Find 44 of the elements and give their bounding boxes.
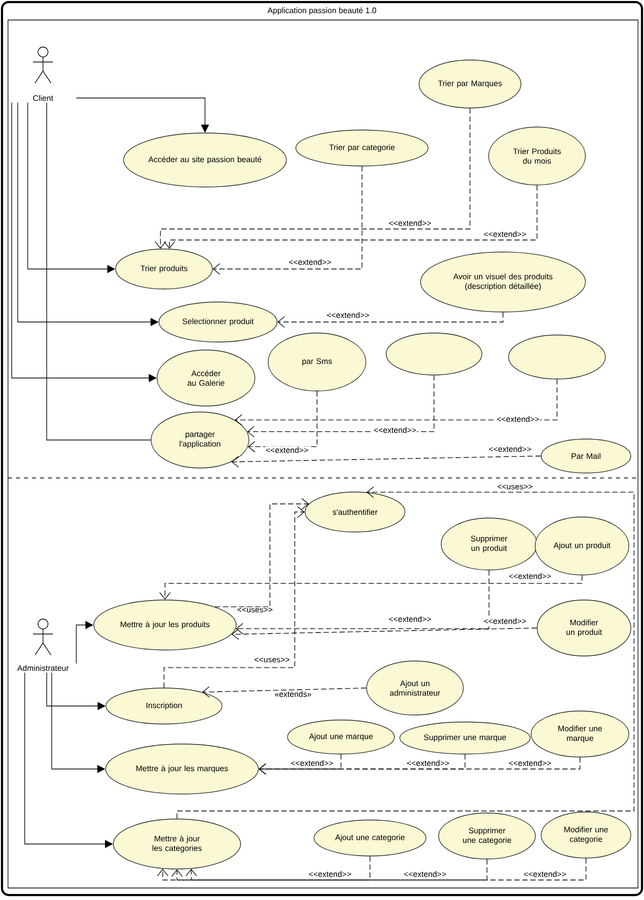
stereotype-label: <<extend>> [508,760,552,766]
stereotype-label: <<extend>> [388,616,432,622]
dependency-arrow [212,166,362,275]
use-case-ellipse [386,332,482,376]
stereotype-label: <<extend>> [265,446,309,454]
dependency-arrow [214,498,309,608]
dependency-arrow [171,859,488,880]
stereotype-label: <<uses>> [254,657,290,663]
stereotype-label: «extends» [274,690,312,698]
stereotype-label: <<extend>> [388,220,432,226]
dependency-arrow [202,686,367,698]
actor-name: Client [33,95,54,101]
stereotype-label: <<extend>> [523,870,567,878]
stereotype-label: <<extend>> [373,426,417,434]
stereotype-label: <<extend>> [483,618,527,624]
dependency-arrow [164,185,538,249]
dependency-arrow [157,858,586,880]
dependency-arrow [164,506,305,688]
actor-name: Administrateur [17,665,69,671]
stereotype-label: <<extend>> [290,760,334,766]
stereotype-label: <<extend>> [406,760,450,766]
stereotype-label: <<uses>> [236,607,274,613]
stereotype-label: <<uses>> [496,484,534,490]
dependency-arrow [277,312,504,328]
stereotype-label: <<extend>> [288,258,332,266]
stereotype-label: <<extend>> [508,572,552,580]
stereotype-label: <<extend>> [483,230,527,238]
dependency-arrow [159,575,582,600]
association-line [46,102,152,440]
dependency-arrow [154,108,470,249]
stereotype-label: <<extend>> [496,416,540,422]
stereotype-label: <<extend>> [308,870,352,878]
dependency-arrow [186,856,370,880]
dependency-arrow [232,628,538,640]
dependency-arrow [234,379,558,426]
dependency-arrow [176,486,634,819]
dependency-arrow [231,456,542,468]
use-case-ellipse [508,334,606,380]
dependency-arrow [258,757,580,775]
stereotype-label: <<extend>> [326,312,370,318]
stereotype-label: <<extend>> [488,446,532,452]
stereotype-label: <<extend>> [403,870,447,878]
dependency-arrow [236,570,490,634]
title: Application passion beauté 1.0 [268,7,376,15]
